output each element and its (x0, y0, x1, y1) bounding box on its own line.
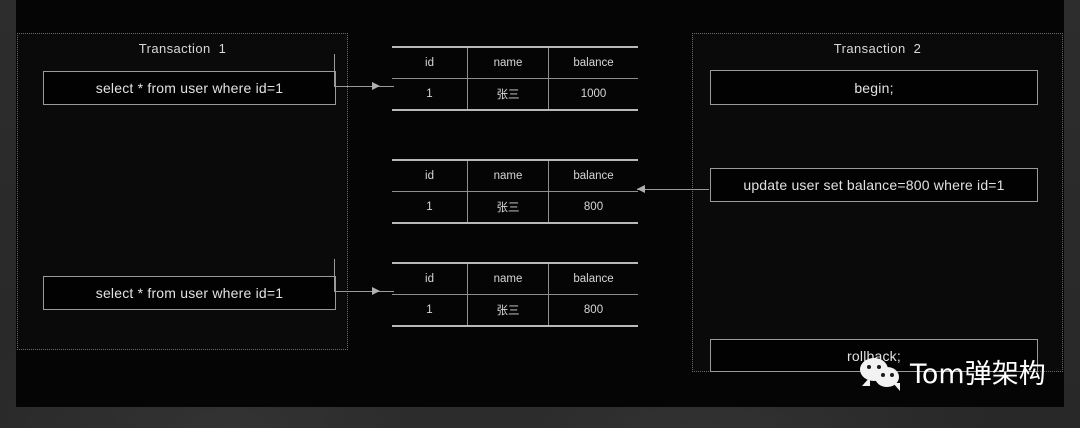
column-header-name: name (467, 46, 549, 79)
transaction-2-panel: Transaction 2 begin; update user set bal… (692, 33, 1063, 372)
statement-box-select-first[interactable]: select * from user where id=1 (43, 71, 336, 105)
column-header-id: id (392, 159, 468, 192)
cell-balance: 800 (548, 294, 638, 327)
diagram-canvas: Transaction 1 select * from user where i… (16, 0, 1064, 407)
table-header-row: id name balance (392, 46, 638, 79)
arrow-right-icon (372, 82, 380, 90)
cell-id: 1 (392, 191, 468, 224)
column-header-balance: balance (548, 46, 638, 79)
data-table-snapshot-2: id name balance 1 张三 800 (392, 159, 638, 224)
column-header-balance: balance (548, 159, 638, 192)
data-table-snapshot-1: id name balance 1 张三 1000 (392, 46, 638, 111)
transaction-1-title: Transaction 1 (138, 41, 227, 56)
data-table-snapshot-3: id name balance 1 张三 800 (392, 262, 638, 327)
transaction-2-title: Transaction 2 (833, 41, 922, 56)
table-row: 1 张三 1000 (392, 78, 638, 111)
arrow-left-icon (637, 185, 645, 193)
connector-line-update (637, 189, 709, 190)
column-header-id: id (392, 262, 468, 295)
column-header-name: name (467, 159, 549, 192)
cell-id: 1 (392, 78, 468, 111)
cell-balance: 1000 (548, 78, 638, 111)
connector-line-select-second (334, 291, 394, 292)
arrow-right-icon (372, 287, 380, 295)
table-row: 1 张三 800 (392, 294, 638, 327)
table-header-row: id name balance (392, 262, 638, 295)
connector-stub-second (334, 259, 335, 292)
table-header-row: id name balance (392, 159, 638, 192)
statement-box-rollback[interactable]: rollback; (710, 339, 1038, 372)
column-header-name: name (467, 262, 549, 295)
cell-name: 张三 (467, 78, 549, 111)
statement-box-begin[interactable]: begin; (710, 70, 1038, 105)
cell-balance: 800 (548, 191, 638, 224)
column-header-id: id (392, 46, 468, 79)
transaction-1-panel: Transaction 1 select * from user where i… (17, 33, 348, 350)
statement-box-update[interactable]: update user set balance=800 where id=1 (710, 168, 1038, 202)
column-header-balance: balance (548, 262, 638, 295)
statement-box-select-second[interactable]: select * from user where id=1 (43, 276, 336, 310)
cell-id: 1 (392, 294, 468, 327)
cell-name: 张三 (467, 294, 549, 327)
cell-name: 张三 (467, 191, 549, 224)
table-row: 1 张三 800 (392, 191, 638, 224)
connector-stub-first (334, 54, 335, 87)
connector-line-select-first (334, 86, 394, 87)
